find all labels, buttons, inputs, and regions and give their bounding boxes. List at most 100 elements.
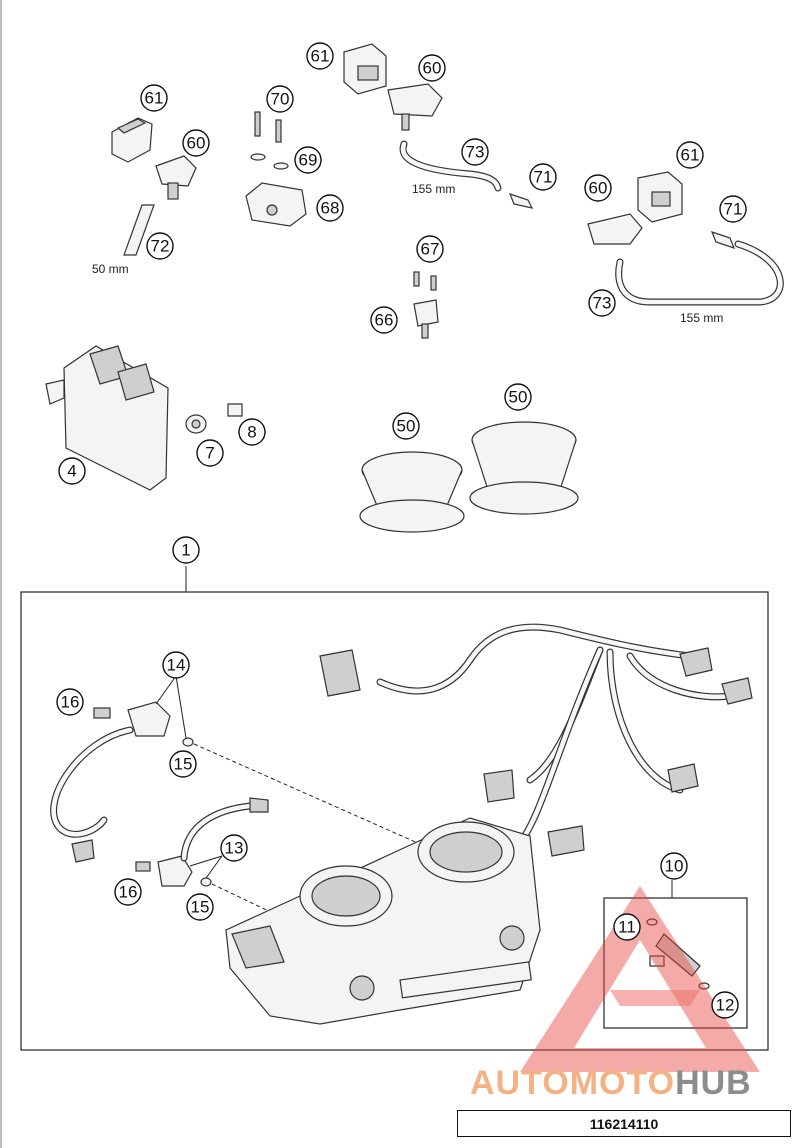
callout-circle bbox=[140, 84, 168, 112]
callout-circle bbox=[719, 195, 747, 223]
callout-label: 13 bbox=[225, 839, 244, 858]
callout-label: 71 bbox=[534, 168, 553, 187]
dim-label-50mm: 50 mm bbox=[92, 262, 129, 276]
callout-circle bbox=[418, 54, 446, 82]
callout-61: 61 bbox=[676, 141, 704, 169]
washer-part-69a bbox=[250, 153, 266, 161]
harness-connector-d bbox=[483, 769, 515, 803]
funnel-part-50-left-base bbox=[359, 499, 465, 533]
callout-circle bbox=[416, 235, 444, 263]
callout-label: 60 bbox=[187, 134, 206, 153]
callout-71: 71 bbox=[719, 195, 747, 223]
dim-label-155mm-top: 155 mm bbox=[412, 182, 455, 196]
sensor-group-top: 155 mm bbox=[343, 43, 534, 209]
callout-label: 1 bbox=[181, 541, 190, 560]
callout-14: 14 bbox=[162, 651, 190, 679]
sensor-group-center bbox=[413, 271, 439, 339]
bracket-group-68 bbox=[245, 111, 307, 227]
callout-label: 10 bbox=[665, 857, 684, 876]
callout-label: 71 bbox=[724, 200, 743, 219]
injector-clip bbox=[649, 955, 665, 967]
watermark-text: AUTOMOTOHUB bbox=[470, 1064, 752, 1102]
callout-67: 67 bbox=[416, 235, 444, 263]
callout-circle bbox=[306, 42, 334, 70]
callout-16: 16 bbox=[114, 878, 142, 906]
injector-part-10 bbox=[655, 933, 701, 977]
callout-circle bbox=[114, 878, 142, 906]
callout-label: 60 bbox=[589, 179, 608, 198]
sensor-part-13 bbox=[157, 855, 193, 887]
callout-72: 72 bbox=[146, 232, 174, 260]
callout-circle bbox=[392, 412, 420, 440]
callout-label: 12 bbox=[716, 996, 735, 1015]
harness-connector-e bbox=[547, 825, 585, 857]
callout-68: 68 bbox=[316, 194, 344, 222]
bracket-top bbox=[116, 118, 147, 134]
callout-15: 15 bbox=[186, 893, 214, 921]
callout-circle bbox=[529, 163, 557, 191]
callout-circle bbox=[56, 688, 84, 716]
callout-circle bbox=[316, 194, 344, 222]
sensor-part-60 bbox=[155, 155, 197, 187]
sensor-pin bbox=[421, 323, 429, 339]
dim-label-155mm-right: 155 mm bbox=[680, 311, 723, 325]
sensor-part-60-top bbox=[387, 83, 443, 117]
callout-circle bbox=[504, 383, 532, 411]
callout-circle bbox=[58, 457, 86, 485]
injector-group-10 bbox=[603, 880, 748, 1029]
callout-label: 15 bbox=[174, 755, 193, 774]
watermark-logo bbox=[520, 886, 760, 1072]
sensor-stem bbox=[167, 182, 179, 200]
harness-connector-b bbox=[721, 677, 753, 705]
sensor-group-left: 50 mm bbox=[92, 117, 197, 276]
callout-circle bbox=[588, 289, 616, 317]
oring-part-15-bottom bbox=[200, 877, 212, 887]
callout-label: 66 bbox=[375, 311, 394, 330]
harness-connector-main bbox=[319, 649, 361, 697]
watermark-triangle bbox=[520, 886, 760, 1072]
oring-part-11 bbox=[646, 918, 658, 926]
callout-label: 67 bbox=[421, 240, 440, 259]
callout-66: 66 bbox=[370, 306, 398, 334]
callout-1: 1 bbox=[172, 536, 200, 564]
callout-label: 61 bbox=[311, 47, 330, 66]
screw-part-67a bbox=[413, 271, 420, 287]
callout-69: 69 bbox=[294, 146, 322, 174]
watermark-part2: HUB bbox=[675, 1064, 752, 1102]
callout-16: 16 bbox=[56, 688, 84, 716]
throttle-body bbox=[225, 817, 541, 1025]
callout-label: 16 bbox=[61, 693, 80, 712]
callout-7: 7 bbox=[196, 439, 224, 467]
assembly-frame-1 bbox=[20, 591, 769, 1051]
callout-10: 10 bbox=[660, 852, 688, 880]
callout-label: 11 bbox=[618, 918, 636, 937]
callout-circle bbox=[186, 893, 214, 921]
callout-73: 73 bbox=[461, 138, 489, 166]
bolt-part-16-bottom bbox=[135, 861, 151, 872]
drawing-code: 116214110 bbox=[457, 1110, 791, 1137]
harness-connector-c bbox=[667, 763, 699, 793]
callout-label: 73 bbox=[466, 143, 485, 162]
callout-60: 60 bbox=[418, 54, 446, 82]
callout-label: 14 bbox=[167, 656, 186, 675]
watermark-part1: AUTOMOTO bbox=[470, 1064, 675, 1102]
callout-label: 70 bbox=[271, 90, 290, 109]
sensor-13-plug bbox=[249, 797, 269, 813]
screw-part-67b bbox=[430, 275, 437, 291]
callout-circle bbox=[238, 418, 266, 446]
callout-60: 60 bbox=[182, 129, 210, 157]
callout-label: 4 bbox=[67, 462, 76, 481]
callout-label: 61 bbox=[145, 89, 164, 108]
callout-circle bbox=[196, 439, 224, 467]
callout-label: 8 bbox=[247, 423, 256, 442]
callout-circle bbox=[266, 85, 294, 113]
callout-label: 16 bbox=[119, 883, 138, 902]
callout-circle bbox=[613, 913, 641, 941]
sensor-14-plug bbox=[71, 839, 95, 863]
callout-circle bbox=[370, 306, 398, 334]
sensor-part-14 bbox=[127, 701, 171, 737]
dashed-line-14 bbox=[193, 743, 421, 845]
callout-circle bbox=[676, 141, 704, 169]
bracket-window-right bbox=[651, 191, 671, 207]
bolt-part-8 bbox=[227, 403, 243, 417]
